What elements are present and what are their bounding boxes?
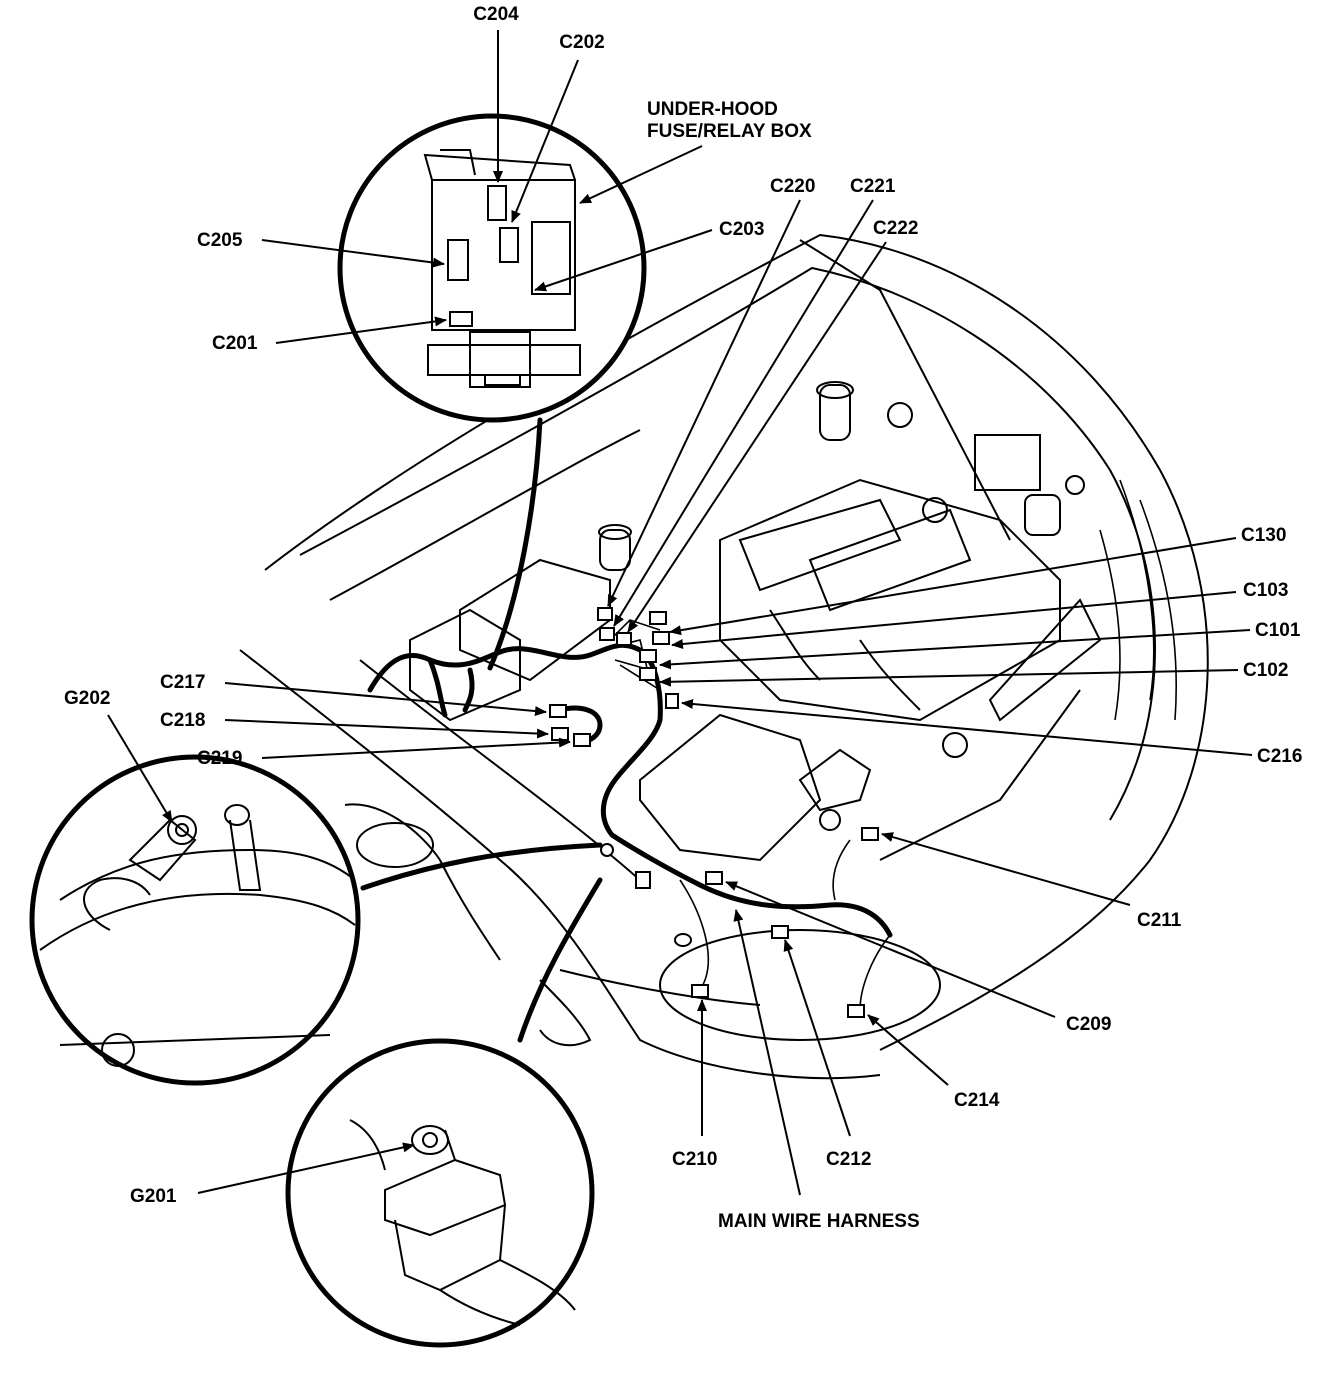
- label-c212: C212: [826, 1149, 871, 1170]
- label-c201: C201: [212, 333, 258, 354]
- connector-c130-symbol: [649, 611, 667, 625]
- g202-ground-inset: [29, 754, 361, 1086]
- connector-g201-location-symbol: [635, 871, 651, 889]
- leader-c217: [224, 682, 547, 716]
- leader-c214: [867, 1014, 949, 1086]
- label-c219: C219: [197, 748, 242, 769]
- fuse-box-inset: [337, 113, 647, 423]
- label-g201: G201: [130, 1186, 177, 1207]
- leader-main-wire-harness: [733, 909, 801, 1196]
- label-c130: C130: [1241, 525, 1286, 546]
- connector-c218-symbol: [551, 727, 569, 741]
- label-c203: C203: [719, 219, 764, 240]
- label-c211: C211: [1137, 910, 1182, 931]
- connector-symbols: [549, 607, 879, 1018]
- leader-c203: [534, 229, 713, 292]
- label-main-wire-harness: MAIN WIRE HARNESS: [718, 1211, 920, 1232]
- label-fuse-box-line2: FUSE/RELAY BOX: [647, 121, 812, 142]
- connector-g202-location-symbol: [600, 843, 614, 857]
- connector-c103-symbol: [652, 631, 670, 645]
- label-c103: C103: [1243, 580, 1288, 601]
- leader-c219: [261, 737, 571, 759]
- label-c221: C221: [850, 176, 896, 197]
- leader-c102: [659, 669, 1239, 687]
- label-c101: C101: [1255, 620, 1301, 641]
- leader-c216: [681, 699, 1253, 756]
- leader-c220: [607, 199, 801, 607]
- connector-c221-symbol: [599, 627, 615, 641]
- leader-c201: [275, 316, 447, 344]
- leader-c212: [783, 939, 851, 1137]
- leader-c218: [224, 719, 549, 739]
- label-c210: C210: [672, 1149, 717, 1170]
- g201-ground-inset: [285, 1038, 595, 1348]
- leader-fuse-box: [579, 145, 703, 204]
- label-c222: C222: [873, 218, 918, 239]
- connector-c219-symbol: [573, 733, 591, 747]
- leader-c202: [511, 59, 579, 223]
- leader-g201: [197, 1142, 415, 1194]
- label-c217: C217: [160, 672, 205, 693]
- label-c209: C209: [1066, 1014, 1111, 1035]
- engine-components: [344, 381, 1102, 1047]
- label-c220: C220: [770, 176, 815, 197]
- leader-lines: [107, 30, 1253, 1196]
- connector-c217-symbol: [549, 704, 567, 718]
- label-c202: C202: [559, 32, 604, 53]
- label-c218: C218: [160, 710, 205, 731]
- leader-c101: [659, 629, 1251, 670]
- leader-c211: [881, 832, 1131, 906]
- label-c204: C204: [473, 4, 519, 25]
- leader-c103: [671, 591, 1237, 649]
- label-c214: C214: [954, 1090, 1000, 1111]
- main-wire-harness-path: [360, 417, 893, 1043]
- connector-c214-symbol: [847, 1004, 865, 1018]
- connector-c212-symbol: [771, 925, 789, 939]
- leader-c221: [613, 199, 874, 627]
- label-g202: G202: [64, 688, 110, 709]
- connector-c102-symbol: [639, 667, 657, 681]
- connector-c216-symbol: [665, 693, 679, 709]
- callout-labels: C204 C202 UNDER-HOOD FUSE/RELAY BOX C205…: [64, 4, 1302, 1232]
- connector-c211-symbol: [861, 827, 879, 841]
- leader-c205: [261, 239, 445, 268]
- label-c205: C205: [197, 230, 243, 251]
- label-c102: C102: [1243, 660, 1288, 681]
- connector-c210-symbol: [691, 984, 709, 998]
- connector-c101-symbol: [639, 649, 657, 663]
- label-c216: C216: [1257, 746, 1302, 767]
- connector-c222-symbol: [616, 632, 632, 646]
- connector-c220-symbol: [597, 607, 613, 621]
- connector-c209-symbol: [705, 871, 723, 885]
- leader-c130: [669, 537, 1237, 636]
- label-fuse-box-line1: UNDER-HOOD: [647, 99, 778, 120]
- leader-c222: [627, 241, 887, 633]
- leader-g202: [107, 714, 173, 823]
- leader-c209: [725, 881, 1056, 1018]
